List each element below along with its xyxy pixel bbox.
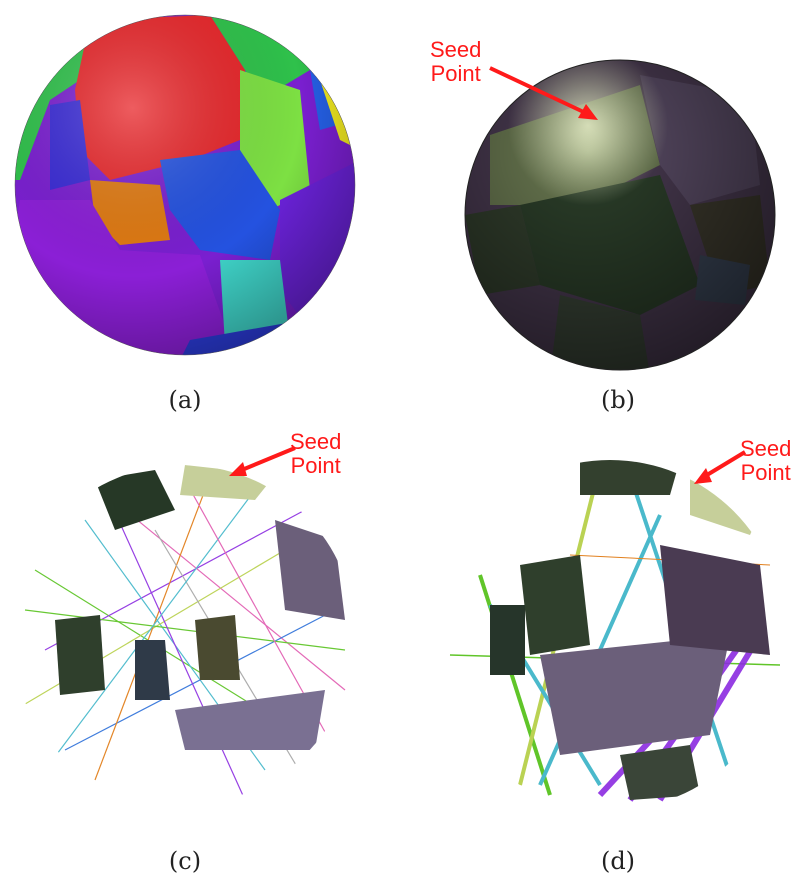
panel-b: [460, 55, 780, 375]
panel-d: [430, 455, 790, 815]
patch-dark-d1: [520, 555, 590, 655]
patch-bottom-d: [620, 745, 700, 800]
sparse-link-sphere: [449, 460, 781, 802]
seed-arrow-d: [694, 450, 747, 484]
seed-label-b: Seed Point: [430, 37, 482, 86]
patch-dark-d2: [490, 605, 525, 675]
seed-label-d: Seed Point: [740, 436, 792, 485]
patch-purple-c: [275, 520, 345, 620]
caption-b: (b): [600, 386, 636, 414]
patch-olive-c: [195, 615, 240, 680]
dense-link-sphere: [14, 465, 346, 801]
panel-c: [5, 450, 360, 810]
patch-top-d: [580, 460, 680, 495]
patch-dark-3: [135, 640, 170, 700]
patch-purple-d: [660, 545, 770, 655]
seed-arrow-b: [489, 66, 598, 120]
patch-lavender-d: [540, 635, 730, 755]
caption-a: (a): [168, 386, 202, 414]
seed-arrow-c: [229, 446, 296, 476]
textured-sphere: [464, 59, 776, 371]
patch-dark-2: [55, 615, 105, 695]
panel-a: [10, 10, 360, 360]
caption-d: (d): [600, 847, 636, 875]
patch-lavender-c: [175, 690, 325, 750]
patch-dark-1: [95, 470, 175, 530]
caption-c: (c): [168, 847, 202, 875]
segmented-sphere: [14, 14, 356, 356]
seed-label-c: Seed Point: [290, 429, 342, 478]
